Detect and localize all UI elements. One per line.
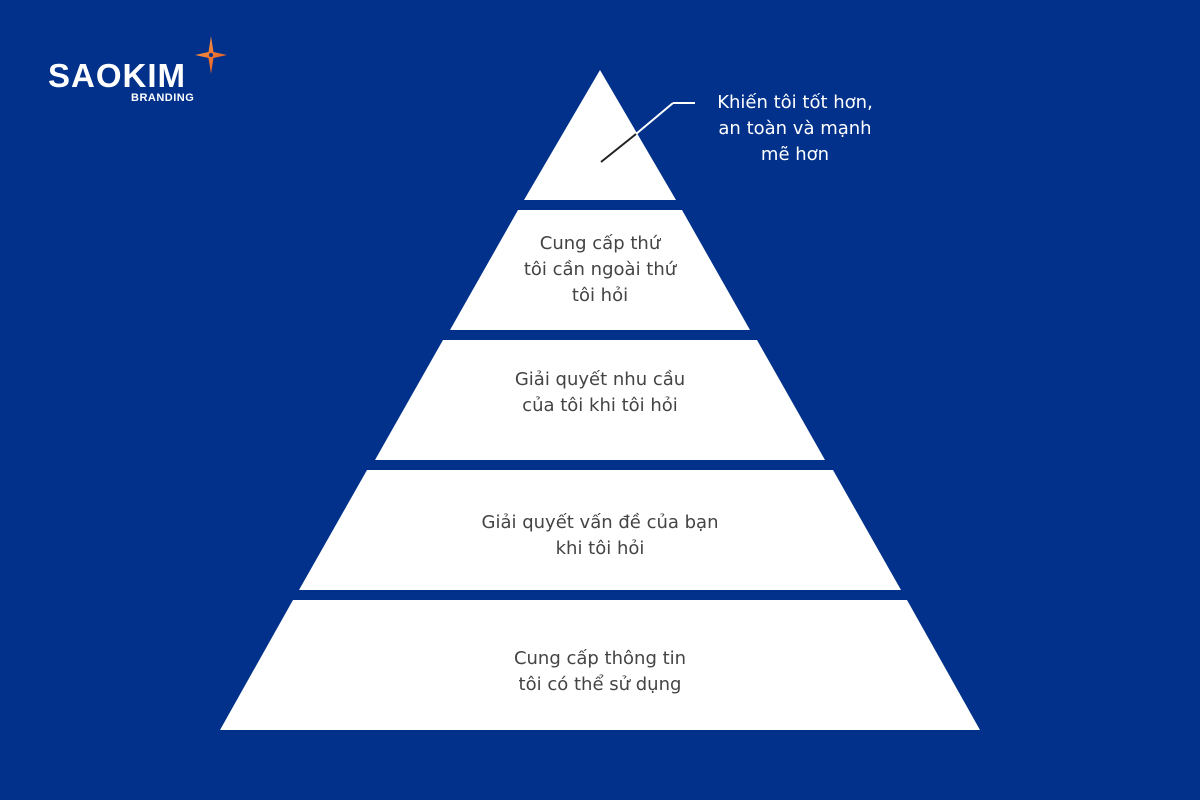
level-line: Cung cấp thứ [539, 233, 661, 254]
level-3-label: Giải quyết nhu cầu của tôi khi tôi hỏi [515, 367, 685, 419]
level-line: tôi hỏi [571, 285, 629, 306]
level-2-label: Cung cấp thứ tôi cần ngoài thứ tôi hỏi [524, 231, 676, 309]
pyramid-level-3 [375, 340, 825, 460]
level-line: của tôi khi tôi hỏi [522, 395, 678, 416]
level-4-label: Giải quyết vấn đề của bạn khi tôi hỏi [482, 510, 719, 562]
saokim-logo: SAOKIM BRANDING [48, 36, 238, 116]
level-line: Giải quyết nhu cầu [514, 369, 686, 390]
logo-wordmark: SAOKIM [48, 57, 186, 94]
callout-line: an toàn và mạnh [718, 118, 872, 139]
pyramid-level-2 [450, 210, 750, 330]
logo-tagline: BRANDING [131, 92, 195, 104]
pyramid-level-5 [220, 600, 980, 730]
level-5-label: Cung cấp thông tin tôi có thể sử dụng [514, 646, 686, 698]
star-icon [195, 36, 227, 74]
level-line: tôi có thể sử dụng [518, 674, 682, 695]
level-1-callout: Khiến tôi tốt hơn, an toàn và mạnh mẽ hơ… [717, 90, 873, 168]
callout-line: mẽ hơn [760, 144, 830, 165]
callout-leader-line [600, 102, 695, 163]
level-line: Giải quyết vấn đề của bạn [481, 512, 719, 533]
callout-line: Khiến tôi tốt hơn, [717, 92, 873, 113]
level-line: tôi cần ngoài thứ [523, 259, 677, 280]
level-line: Cung cấp thông tin [513, 648, 687, 669]
level-line: khi tôi hỏi [555, 538, 645, 559]
pyramid-level-4 [299, 470, 901, 590]
pyramid-level-1 [524, 70, 676, 200]
